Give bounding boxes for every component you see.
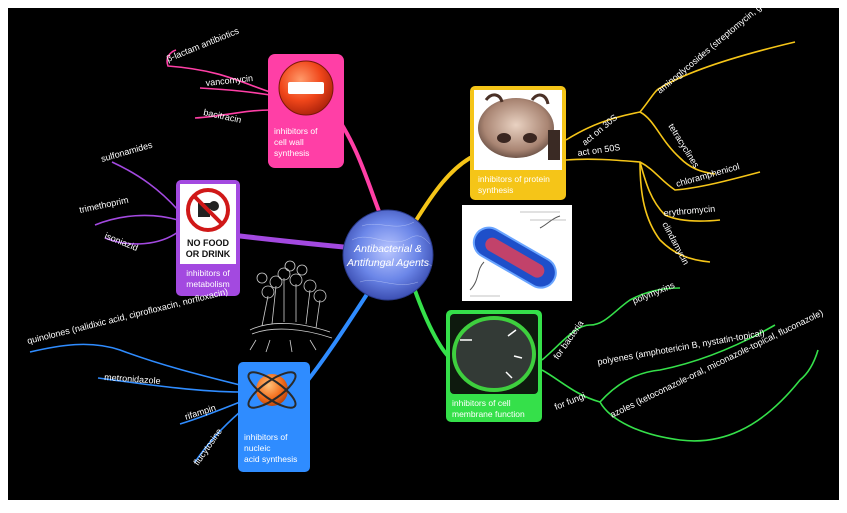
no-entry-icon <box>279 61 333 115</box>
card-label-line: nucleic <box>244 443 271 453</box>
card-cell-wall: inhibitors of cell wall synthesis <box>268 54 344 168</box>
sign-text: OR DRINK <box>186 249 231 259</box>
card-label-line: inhibitors of <box>186 268 230 278</box>
card-label-line: acid synthesis <box>244 454 297 464</box>
card-label-line: inhibitors of <box>244 432 288 442</box>
card-metabolism: NO FOOD OR DRINK inhibitors of metabolis… <box>176 180 240 296</box>
bacterium-illustration <box>462 205 572 301</box>
card-nucleic: inhibitors of nucleic acid synthesis <box>238 362 310 472</box>
card-label-line: synthesis <box>274 148 309 158</box>
sign-text: NO FOOD <box>187 238 229 248</box>
cell-membrane-icon <box>450 314 538 394</box>
card-label-line: cell wall <box>274 137 304 147</box>
center-title-line: Antibacterial & <box>353 243 422 255</box>
card-label-line: inhibitors of cell <box>452 398 511 408</box>
card-label-line: inhibitors of <box>274 126 318 136</box>
card-label-line: membrane function <box>452 409 525 419</box>
card-membrane: inhibitors of cell membrane function <box>446 310 542 422</box>
cow-nose-icon <box>474 90 562 170</box>
center-title-line: Antifungal Agents <box>346 257 430 269</box>
card-label-line: synthesis <box>478 185 513 195</box>
card-protein: inhibitors of protein synthesis <box>470 86 566 200</box>
card-label-line: inhibitors of protein <box>478 174 550 184</box>
center-node: Antibacterial & Antifungal Agents <box>343 210 433 300</box>
